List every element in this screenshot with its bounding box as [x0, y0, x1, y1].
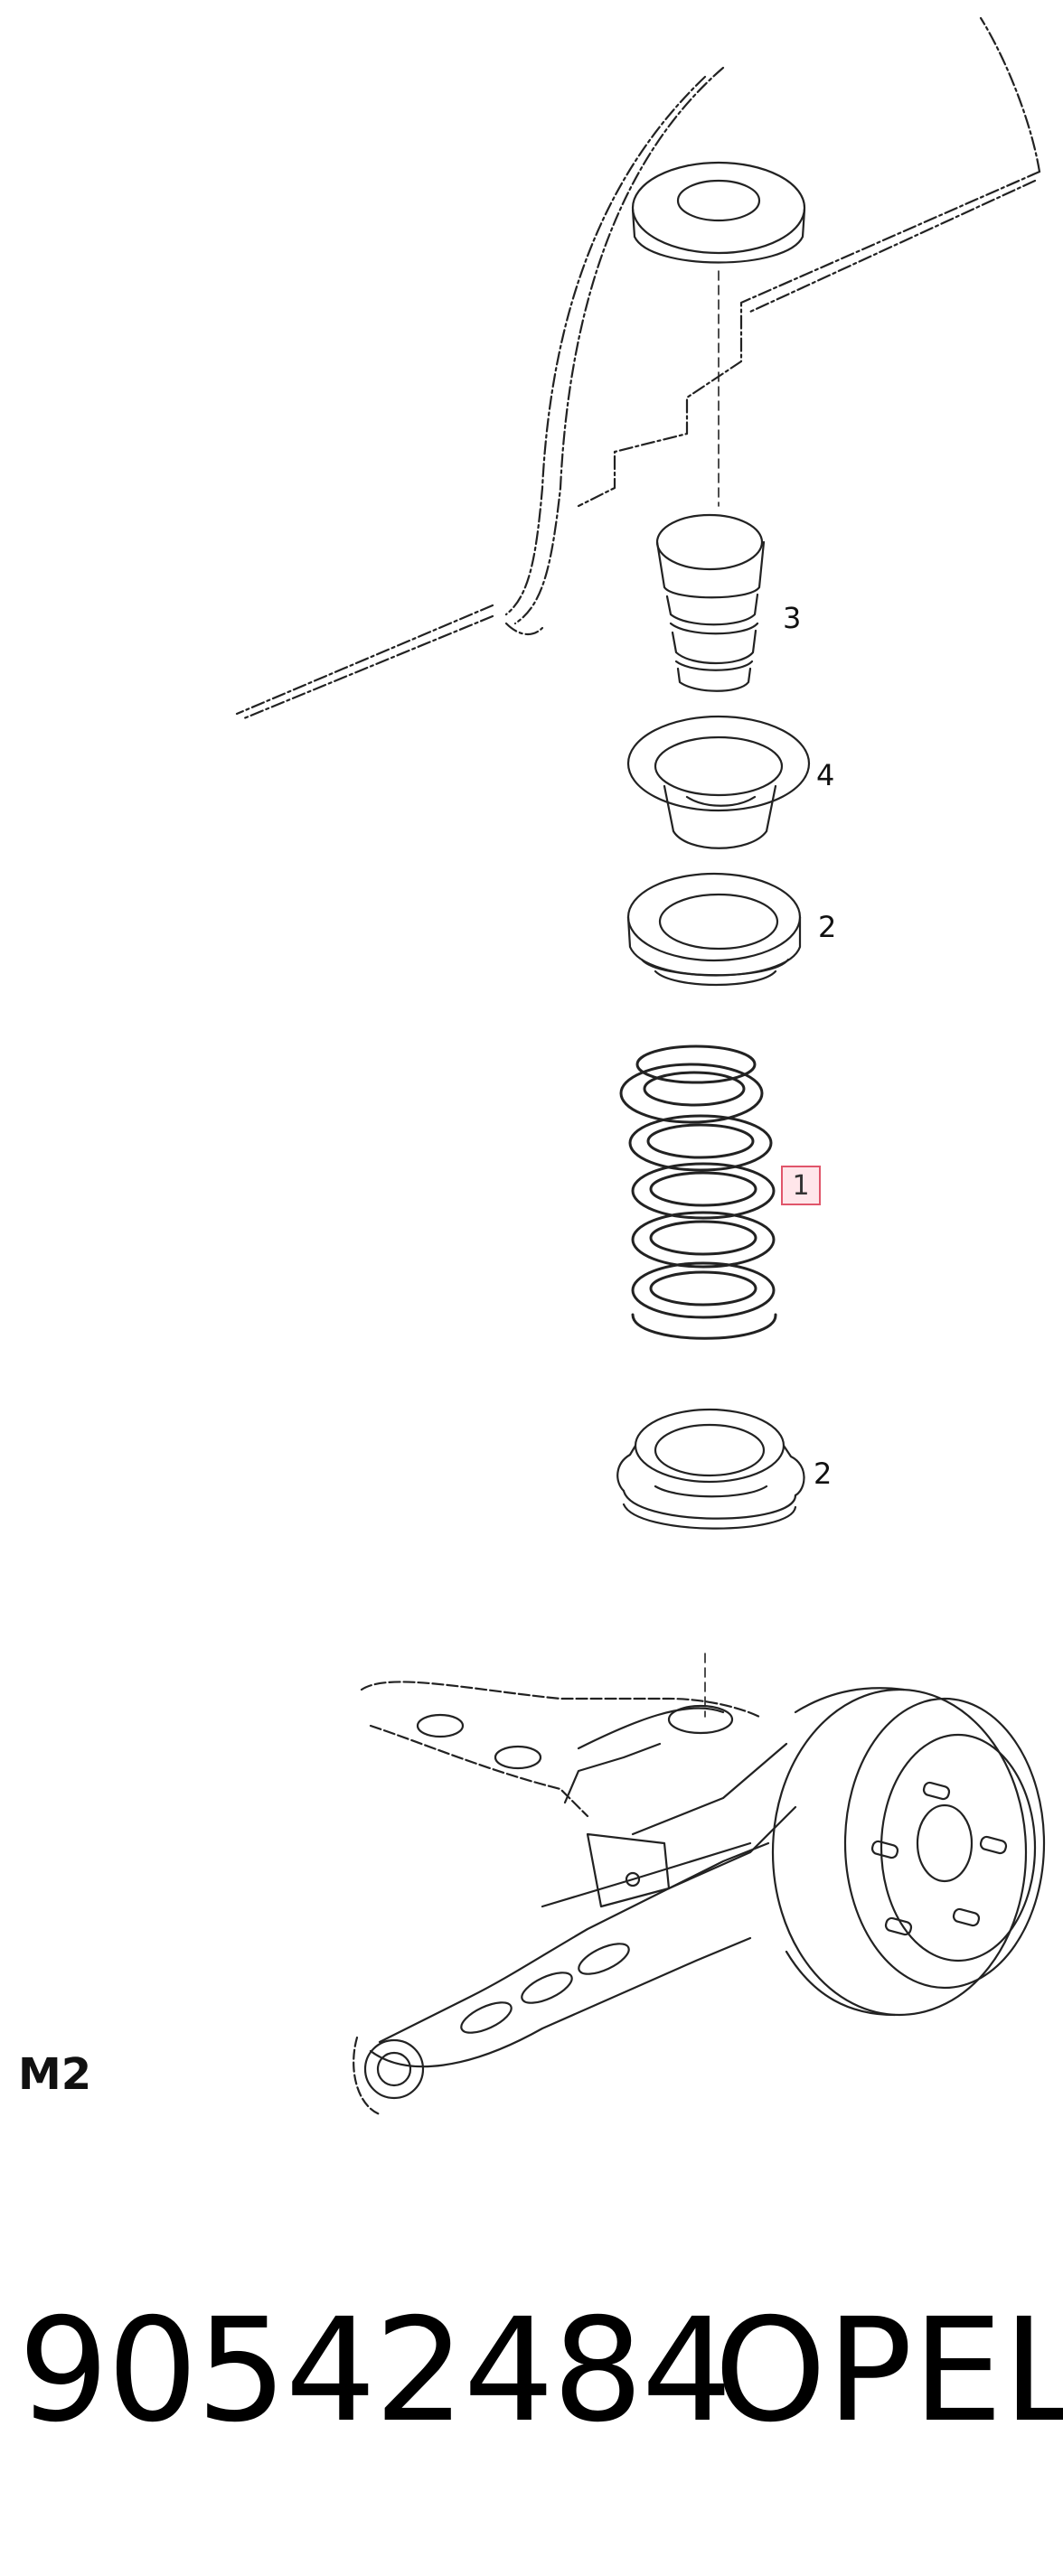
coil-spring-drawing — [619, 1044, 777, 1340]
exploded-parts-diagram — [235, 16, 1046, 2116]
callout-part-1-highlighted[interactable]: 1 — [781, 1166, 821, 1205]
body-wheel-arch — [235, 16, 1041, 720]
upper-insulator-drawing — [626, 872, 802, 987]
section-code-label: M2 — [18, 2049, 92, 2100]
spring-seat-drawing — [626, 715, 811, 849]
callout-part-3[interactable]: 3 — [783, 601, 802, 635]
bump-stop-drawing — [655, 513, 766, 692]
brand-name: OPEL — [714, 2288, 1063, 2454]
rear-axle-drawing — [353, 1653, 1046, 2116]
callout-part-4[interactable]: 4 — [816, 758, 835, 792]
callout-part-2-lower[interactable]: 2 — [814, 1457, 833, 1491]
lower-insulator-drawing — [616, 1408, 805, 1530]
callout-part-2-upper[interactable]: 2 — [818, 910, 837, 944]
top-mount — [631, 161, 806, 264]
part-number: 90542484 — [18, 2288, 732, 2454]
